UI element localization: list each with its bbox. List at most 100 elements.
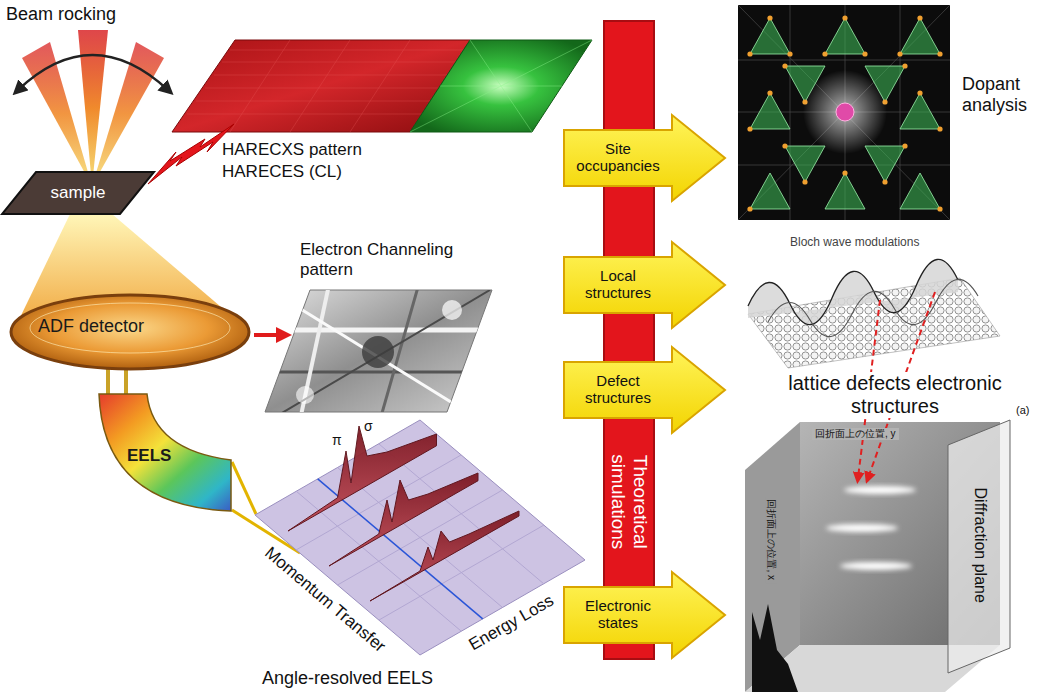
lightning-bolt: [148, 124, 234, 184]
channeling-pattern-part-part: [260, 371, 500, 374]
simulation-bar-label: Theoretical simulations: [607, 454, 651, 549]
yellow-arrow-label: Site occupancies: [569, 141, 667, 175]
harecxs-patterns-part-part: [290, 40, 350, 132]
harecxs-patterns-part-part: [222, 62, 457, 63]
dopant-crystal-image-part-part: [785, 146, 825, 182]
channeling-pattern-part: [260, 280, 500, 420]
yellow-arrow-outline-part: [564, 572, 725, 658]
sample-plate-outline-part: [2, 172, 154, 214]
image-label: Dopant analysis: [962, 74, 1054, 115]
adf-detector-outline-part: [11, 295, 249, 369]
yellow-arrow-label: Local structures: [569, 268, 667, 302]
dopant-crystal-image-part-part: [862, 51, 867, 56]
dopant-crystal-image-part-part: [897, 51, 902, 56]
dopant-crystal-image-part-part: [782, 63, 787, 68]
channeling-pattern-part-part: [362, 336, 394, 368]
dopant-crystal-image-part-part: [822, 51, 827, 56]
angle-resolved-eels-plot-part: [255, 420, 585, 655]
dopant-crystal-image-part-part: [902, 143, 907, 148]
yellow-arrow-text-area: Defect structures: [569, 364, 667, 416]
axis-label: 回折面上の位置, x: [765, 496, 777, 583]
harecxs-patterns: [172, 40, 592, 132]
harecxs-patterns-part-part: [230, 50, 465, 51]
dopant-crystal-image-part: [738, 5, 950, 220]
yellow-arrow: Site occupancies: [562, 113, 727, 203]
diffraction-box-part: [752, 604, 798, 692]
diffraction-box-part: [826, 524, 898, 532]
channeling-pattern-part-part: [260, 328, 500, 333]
harecxs-patterns-part-part: [214, 75, 449, 76]
dopant-crystal-image-part-part: [747, 51, 752, 56]
dopant-crystal-image-part-part: [900, 18, 940, 54]
dopant-crystal-image-part-part: [917, 15, 922, 20]
yellow-arrow-outline-part: [564, 347, 725, 433]
lattice-illustration-part: [768, 279, 978, 336]
yellow-arrow-outline: [562, 570, 727, 660]
pattern-label: HARECES (CL): [222, 162, 342, 182]
harecxs-patterns-part: [410, 40, 592, 132]
electron-beams: [22, 30, 164, 186]
dopant-crystal-image: [738, 5, 950, 220]
dopant-crystal-image-part-part: [738, 60, 950, 61]
adf-detector-text-area: ADF detector: [38, 314, 188, 338]
dopant-crystal-image-part-part: [738, 165, 950, 166]
adf-detector: ADF detector: [8, 292, 252, 372]
signal-arrow: [254, 333, 284, 337]
dopant-crystal-image-part-part: [825, 173, 865, 209]
dopant-crystal-image-part-part: [900, 93, 940, 129]
yellow-arrow: Local structures: [562, 240, 727, 330]
diffraction-box-part: [745, 422, 800, 692]
pattern-label: HARECXS pattern: [222, 140, 362, 160]
peak-label: π: [332, 432, 342, 448]
adf-detector-outline-part: [30, 303, 230, 353]
dopant-crystal-image-part-part: [937, 126, 942, 131]
plane-label: Diffraction plane: [970, 488, 988, 603]
eels-beams-part: [232, 462, 256, 514]
simulation-bar-outline-part: [604, 21, 654, 659]
dopant-crystal-image-part: [750, 18, 940, 209]
peak-label: σ: [364, 418, 373, 434]
dopant-crystal-image-part-part: [917, 90, 922, 95]
dopant-crystal-image-part-part: [787, 51, 792, 56]
dopant-crystal-image-part-part: [900, 173, 940, 209]
dopant-crystal-image-part-part: [750, 18, 790, 54]
dopant-crystal-image-part-part: [738, 5, 950, 220]
channeling-pattern-part-part: [270, 290, 480, 420]
eels-spectrometer-label: EELS: [127, 446, 171, 465]
channeling-pattern: [260, 280, 500, 420]
harecxs-patterns-part: [410, 40, 592, 132]
harecxs-patterns-part-part: [196, 101, 431, 102]
dopant-crystal-image-part-part: [750, 93, 790, 129]
dopant-crystal-image-part-part: [782, 143, 787, 148]
dopant-crystal-image-part: [738, 5, 950, 220]
dopant-crystal-image-part-part: [767, 15, 772, 20]
harecxs-patterns-part-part: [230, 40, 290, 132]
adf-detector-label: ADF detector: [38, 316, 144, 336]
rocking-arrow: [18, 55, 168, 90]
channeling-pattern-part-part: [270, 290, 490, 420]
eels-spectrometer-outline-part: [99, 394, 231, 511]
yellow-arrow-label: Electronic states: [569, 598, 667, 632]
dopant-crystal-image-part-part: [747, 126, 752, 131]
axis-label: 回折面上の位置, y: [812, 428, 899, 440]
harecxs-patterns-part-part: [440, 86, 562, 87]
yellow-arrow-text-area: Local structures: [569, 259, 667, 311]
simulation-bar: Theoretical simulations: [603, 20, 655, 660]
simulation-bar-outline: [603, 20, 655, 660]
harecxs-patterns-part-part: [410, 40, 592, 132]
diffraction-box-part: [948, 420, 1010, 673]
dopant-crystal-image-part-part: [750, 173, 790, 209]
harecxs-patterns-part-part: [350, 40, 410, 132]
sample-plate-text-area: sample: [20, 170, 136, 216]
diffraction-box-part: [844, 486, 916, 494]
panel-letter: (a): [1016, 404, 1029, 417]
eels-spectrometer-text-area: EELS: [127, 444, 189, 468]
dopant-crystal-image-part-part: [865, 146, 905, 182]
dopant-crystal-image-part-part: [900, 5, 901, 220]
dopant-crystal-image-part-part: [790, 5, 791, 220]
dopant-crystal-image-part: [836, 103, 854, 121]
eels-spectrometer: EELS: [95, 390, 235, 515]
diffraction-box-part: [840, 562, 912, 570]
dopant-crystal-image-part-part: [842, 15, 847, 20]
